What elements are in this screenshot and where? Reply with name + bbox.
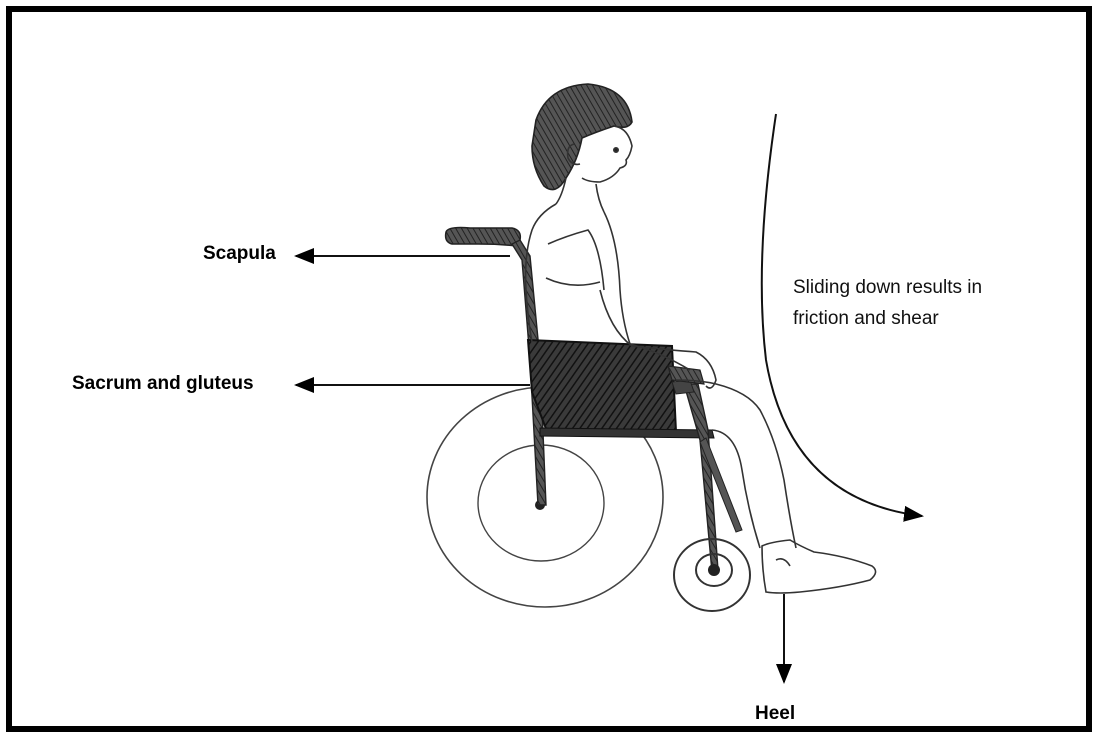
annotation-line-2: friction and shear — [793, 303, 982, 334]
person-figure — [526, 84, 876, 593]
heel-label: Heel — [755, 703, 795, 725]
annotation-line-1: Sliding down results in — [793, 272, 982, 303]
sacrum-gluteus-label: Sacrum and gluteus — [72, 373, 254, 395]
scapula-label: Scapula — [203, 243, 276, 265]
sliding-annotation: Sliding down results in friction and she… — [793, 272, 982, 334]
